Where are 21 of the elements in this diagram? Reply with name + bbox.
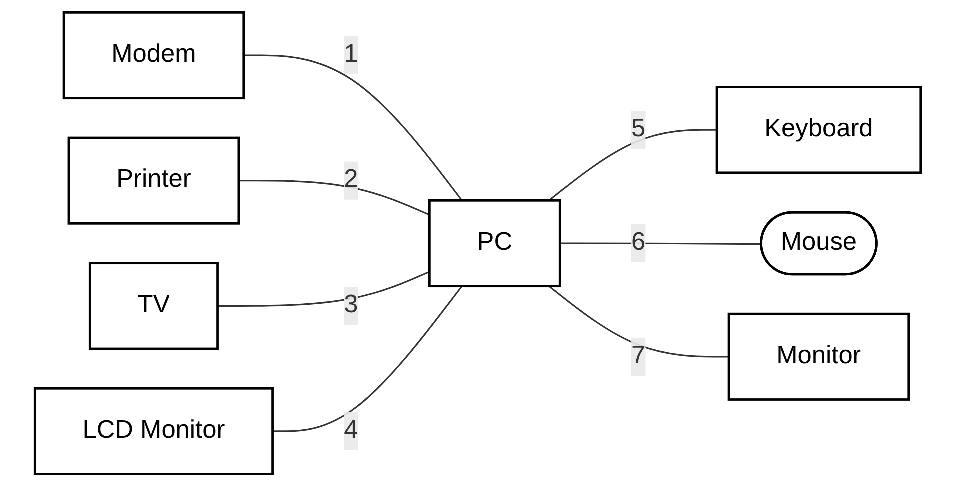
edge-label: 4 bbox=[344, 417, 358, 444]
node-box: LCD Monitor bbox=[34, 387, 274, 476]
edge-label: 6 bbox=[632, 229, 646, 256]
edge-label: 7 bbox=[632, 342, 646, 370]
node-box: Modem bbox=[62, 12, 246, 100]
node-box: Monitor bbox=[728, 312, 910, 401]
node-box: PC bbox=[428, 199, 562, 288]
connector bbox=[238, 180, 430, 216]
edge-label: 2 bbox=[344, 166, 358, 194]
connector bbox=[244, 54, 463, 202]
edge-label: 3 bbox=[344, 292, 358, 319]
connector bbox=[548, 129, 718, 202]
node-box: Printer bbox=[68, 136, 240, 225]
connector bbox=[548, 286, 730, 358]
edge-label: 1 bbox=[344, 41, 358, 68]
edge-label: 5 bbox=[632, 116, 646, 143]
connector bbox=[218, 271, 430, 307]
node-box: Keyboard bbox=[716, 86, 922, 174]
node-box: TV bbox=[88, 262, 219, 350]
connector bbox=[560, 242, 762, 246]
connector bbox=[272, 286, 463, 432]
